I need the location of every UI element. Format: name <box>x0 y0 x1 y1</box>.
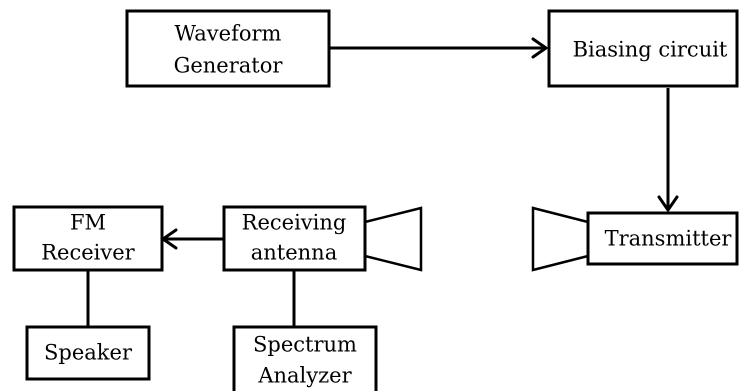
block-fm-receiver: FM Receiver <box>12 205 164 272</box>
fm-receiver-label-line2: Receiver <box>41 241 135 265</box>
fm-receiver-box <box>12 205 164 272</box>
arrowhead-into-transmitter <box>657 195 679 212</box>
receiving-antenna-box <box>222 205 367 272</box>
transmit-horn-antenna-icon <box>531 206 590 272</box>
biasing-circuit-box <box>547 9 739 88</box>
block-transmitter: Transmitter <box>586 211 739 266</box>
waveform-generator-label-line1: Waveform <box>175 22 282 46</box>
block-speaker: Speaker <box>25 325 151 381</box>
receiving-antenna-label-line1: Receiving <box>242 211 347 235</box>
receiving-antenna-label-line2: antenna <box>251 241 337 265</box>
block-waveform-generator: Waveform Generator <box>125 9 331 88</box>
waveform-generator-label-line2: Generator <box>174 54 284 78</box>
spectrum-analyzer-box <box>232 325 378 391</box>
speaker-label: Speaker <box>44 341 133 365</box>
transmitter-label: Transmitter <box>605 227 733 251</box>
fm-receiver-label-line1: FM <box>70 211 106 235</box>
receive-horn-antenna-icon <box>363 206 423 272</box>
spectrum-analyzer-label-line2: Analyzer <box>257 364 352 388</box>
block-receiving-antenna: Receiving antenna <box>222 205 367 272</box>
biasing-circuit-label: Biasing circuit <box>573 38 728 62</box>
arrowhead-into-biasing-circuit <box>531 37 548 59</box>
speaker-box <box>25 325 151 381</box>
waveform-generator-box <box>125 9 331 88</box>
block-spectrum-analyzer: Spectrum Analyzer <box>232 325 378 391</box>
spectrum-analyzer-label-line1: Spectrum <box>253 333 357 357</box>
transmitter-box <box>586 211 739 266</box>
block-biasing-circuit: Biasing circuit <box>547 9 739 88</box>
